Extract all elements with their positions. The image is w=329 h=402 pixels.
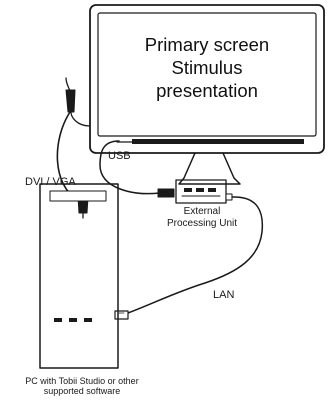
monitor-stand xyxy=(178,152,241,185)
screen-caption-line3: presentation xyxy=(156,80,258,101)
pc-drive-bay xyxy=(49,190,107,202)
pc-case xyxy=(39,183,119,369)
epu-label: External Processing Unit xyxy=(166,206,238,229)
lan-label: LAN xyxy=(213,289,235,301)
eye-tracker-bar xyxy=(132,139,304,144)
lan-connector xyxy=(114,310,129,320)
screen-caption-line1: Primary screen xyxy=(144,34,270,55)
monitor xyxy=(89,4,325,185)
usb-connector xyxy=(157,188,175,198)
dvi-vga-label: DVI / VGA xyxy=(25,176,76,188)
external-processing-unit xyxy=(175,179,233,204)
epu-box xyxy=(175,179,227,204)
pc-label: PC with Tobii Studio or other supported … xyxy=(2,376,162,397)
usb-cable xyxy=(99,140,175,198)
pc-tower xyxy=(39,183,119,369)
usb-label: USB xyxy=(108,150,131,162)
pc-label-line1: PC with Tobii Studio or other xyxy=(25,376,139,386)
pc-label-line2: supported software xyxy=(43,386,121,397)
screen-caption-line2: Stimulus xyxy=(171,57,243,78)
dvi-connector-top xyxy=(65,89,76,113)
monitor-bezel xyxy=(89,4,325,154)
screen-caption: Primary screen Stimulus presentation xyxy=(103,33,311,102)
monitor-screen xyxy=(97,12,317,137)
epu-label-line1: External xyxy=(183,206,221,217)
epu-label-line2: Processing Unit xyxy=(166,217,238,229)
